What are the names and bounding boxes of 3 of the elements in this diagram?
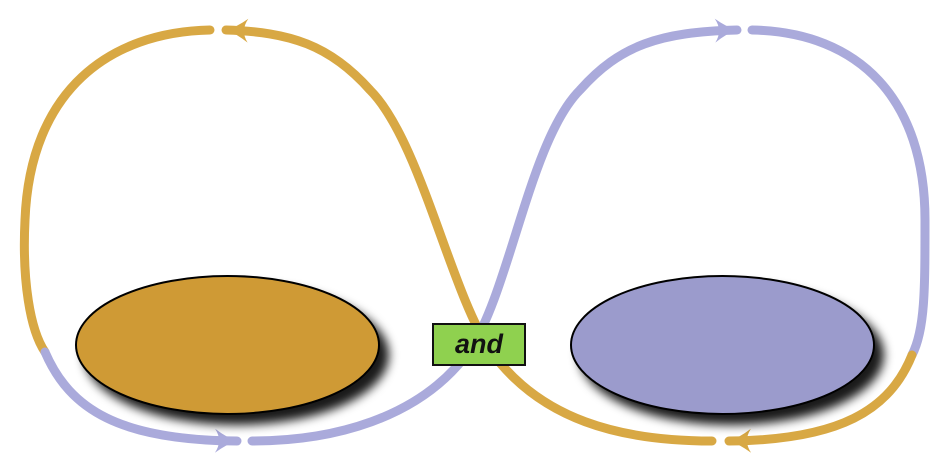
ellipse-shape bbox=[570, 275, 875, 415]
ellipse-shape bbox=[75, 275, 380, 415]
connector-word-label: and bbox=[432, 323, 526, 366]
